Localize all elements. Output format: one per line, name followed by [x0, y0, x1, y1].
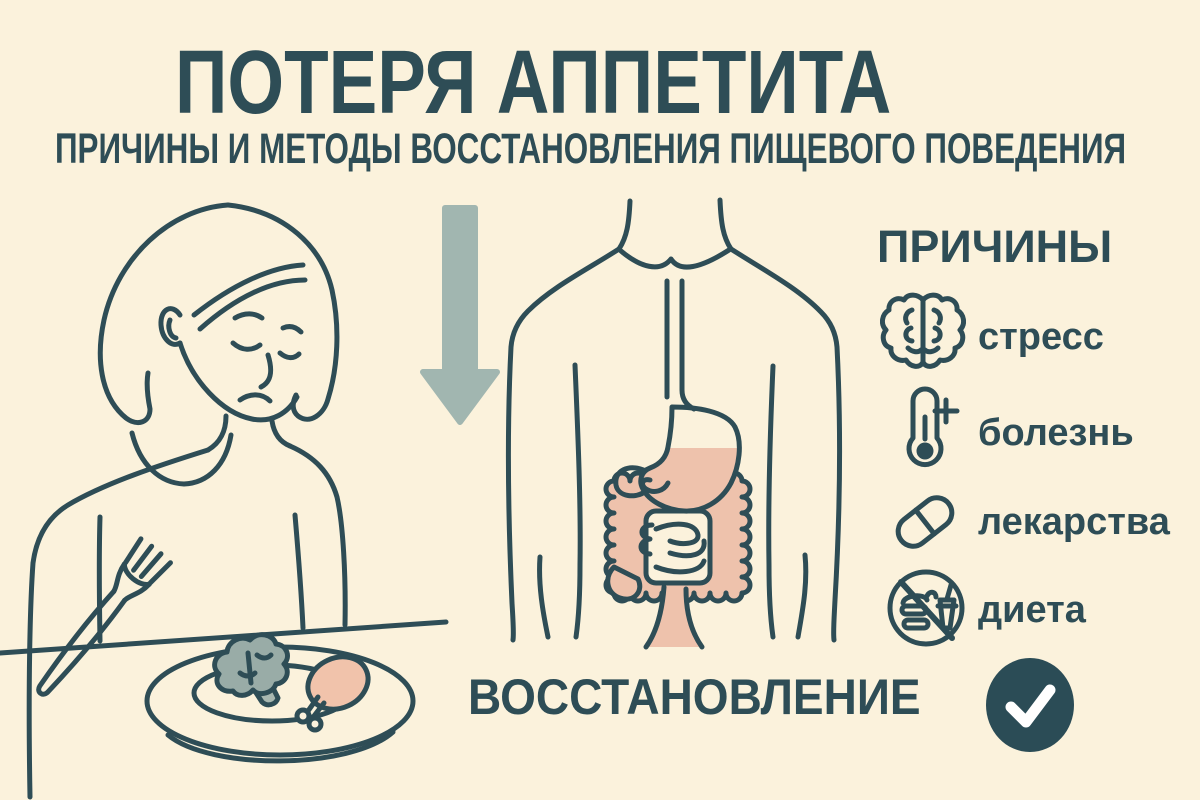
cause-label-diet: диета	[978, 589, 1086, 631]
pill-capsule-icon	[895, 495, 955, 549]
cecum	[605, 564, 643, 602]
woman-face	[158, 306, 304, 423]
duodenum	[613, 465, 649, 499]
jawline	[177, 340, 300, 423]
down-arrow-icon	[420, 205, 500, 425]
causes-heading: ПРИЧИНЫ	[877, 221, 1113, 272]
page-title: ПОТЕРЯ АППЕТИТА	[175, 33, 892, 133]
no-junk-food-icon	[887, 569, 965, 647]
esophagus	[664, 278, 697, 412]
rectum	[643, 584, 705, 650]
sad-mouth	[237, 392, 273, 404]
checkmark-circle-icon	[986, 658, 1074, 752]
right-eyebrow	[280, 324, 304, 335]
shirt-neckline	[129, 430, 234, 487]
fork	[36, 536, 173, 697]
torso-outline	[505, 197, 842, 643]
chicken-drumstick	[294, 654, 371, 733]
nose	[258, 352, 274, 390]
cause-label-illness: болезнь	[978, 412, 1134, 454]
sad-woman-illustration	[0, 202, 449, 800]
digestive-torso-illustration	[505, 197, 842, 650]
plate-base	[165, 729, 396, 764]
thermometer-plus-icon	[906, 386, 960, 468]
left-closed-eye	[230, 340, 263, 352]
fringe	[191, 262, 306, 318]
small-intestine	[638, 521, 707, 575]
right-closed-eye	[277, 350, 302, 361]
recovery-label: ВОССТАНОВЛЕНИЕ	[468, 669, 921, 725]
broccoli	[212, 632, 290, 708]
left-eyebrow	[232, 311, 265, 321]
ear	[158, 306, 183, 347]
cause-label-medications: лекарства	[978, 501, 1170, 543]
woman-body	[26, 413, 348, 800]
cause-label-stress: стресс	[978, 316, 1104, 358]
table-line	[0, 619, 449, 656]
brain-icon	[880, 292, 966, 369]
page-subtitle: ПРИЧИНЫ И МЕТОДЫ ВОССТАНОВЛЕНИЯ ПИЩЕВОГО…	[55, 125, 1127, 173]
woman-hair	[97, 202, 340, 426]
